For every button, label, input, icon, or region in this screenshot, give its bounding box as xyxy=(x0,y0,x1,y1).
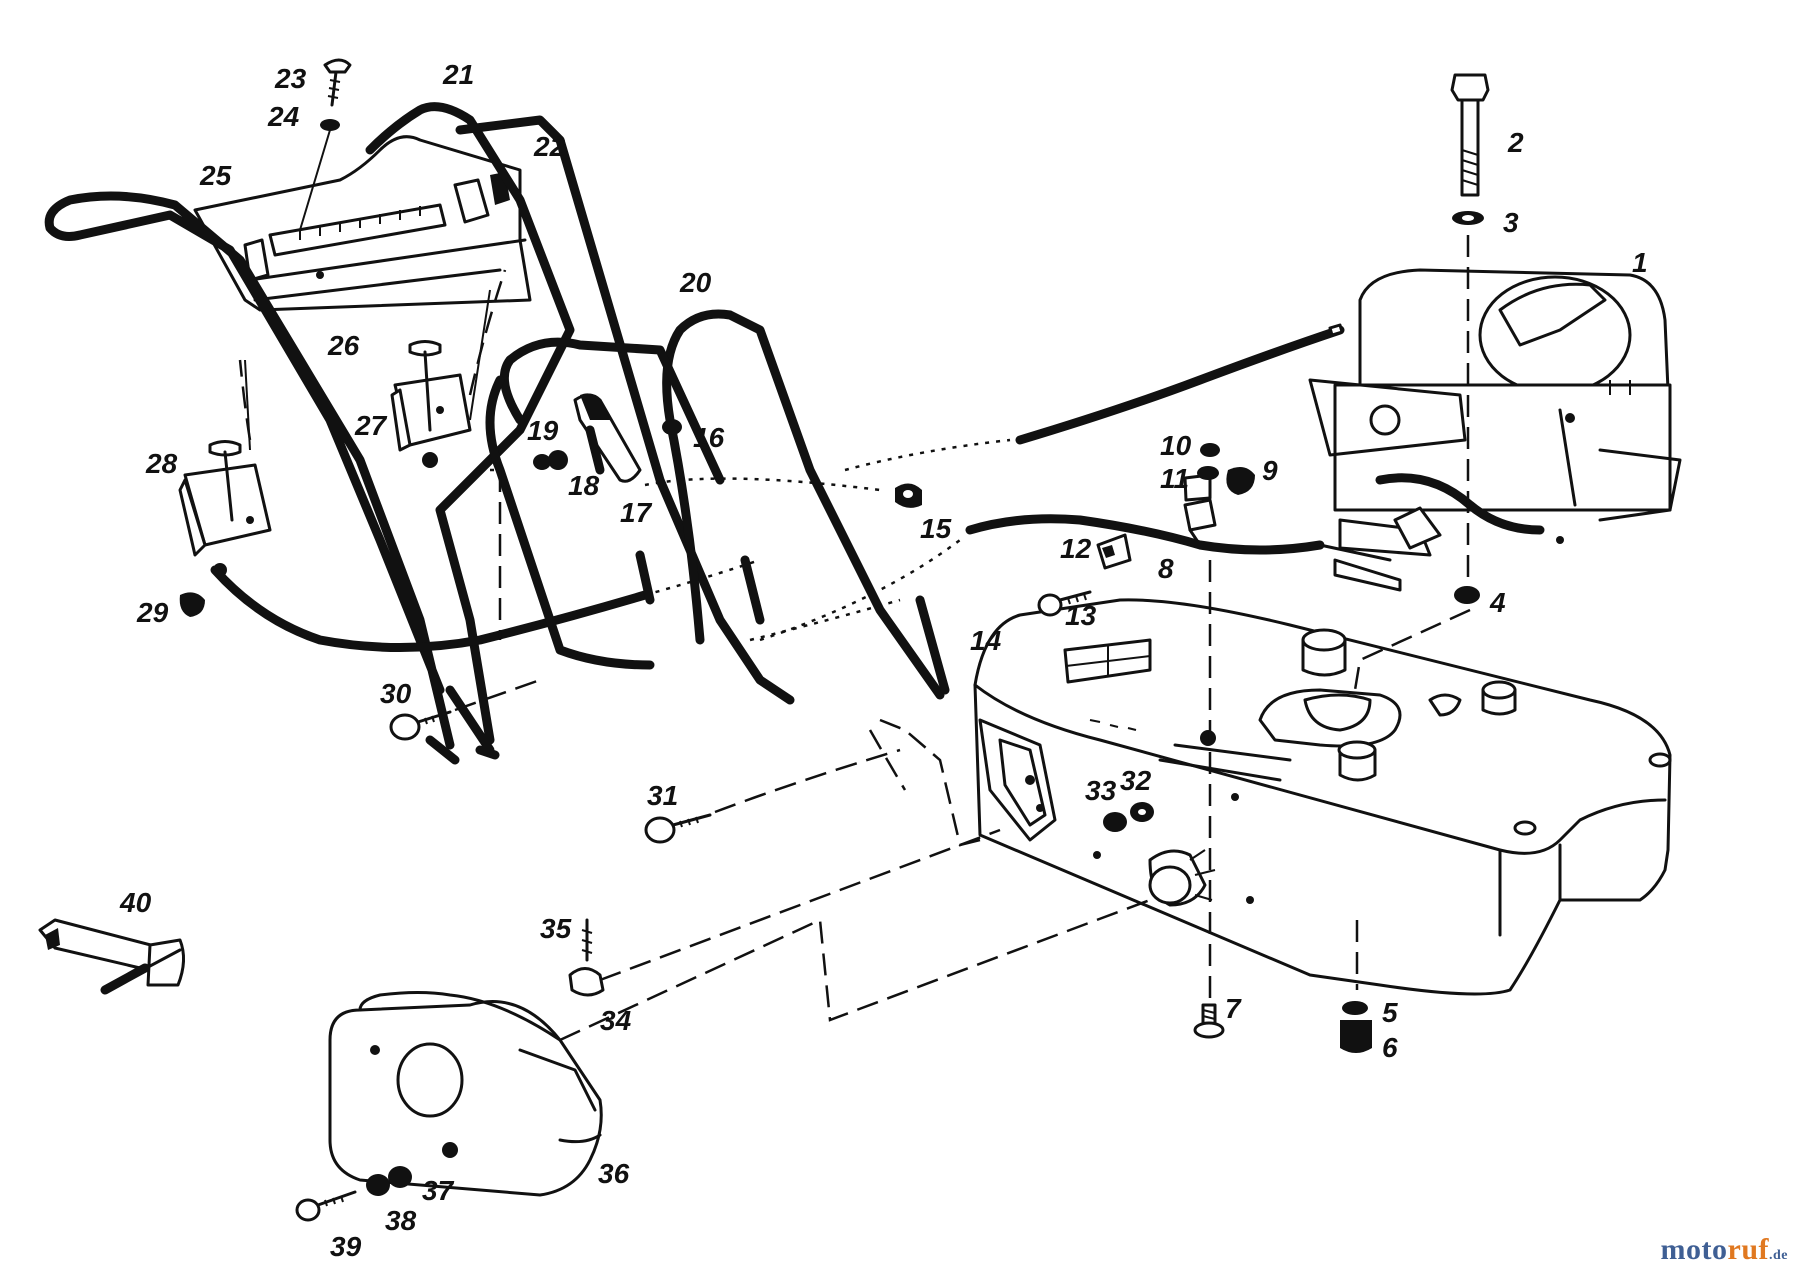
callout-23: 23 xyxy=(274,63,307,94)
washer-24 xyxy=(320,119,340,131)
callout-33: 33 xyxy=(1085,775,1117,806)
nut-16 xyxy=(662,419,682,435)
callout-29: 29 xyxy=(136,597,169,628)
nut-29 xyxy=(179,592,205,617)
washer-38 xyxy=(366,1174,390,1196)
watermark-part-2: ruf xyxy=(1727,1233,1769,1266)
callout-28: 28 xyxy=(145,448,178,479)
callout-31: 31 xyxy=(647,780,678,811)
bolt-30 xyxy=(389,710,452,741)
washer-18 xyxy=(548,450,568,470)
washer-4 xyxy=(1454,586,1480,604)
nut-9 xyxy=(1226,466,1255,495)
watermark-logo: motoruf.de xyxy=(1661,1233,1788,1267)
clip-12 xyxy=(1096,533,1132,570)
screw-13 xyxy=(1037,590,1092,617)
callout-10: 10 xyxy=(1160,430,1192,461)
callout-34: 34 xyxy=(600,1005,632,1036)
callout-35: 35 xyxy=(540,913,572,944)
bracket-27 xyxy=(390,340,472,468)
callout-39: 39 xyxy=(330,1231,362,1262)
callout-22: 22 xyxy=(533,131,566,162)
rear-cover-36 xyxy=(328,991,603,1197)
callout-37: 37 xyxy=(422,1175,455,1206)
callout-19: 19 xyxy=(527,415,559,446)
watermark-part-3: .de xyxy=(1769,1248,1788,1263)
spark-plug-wrench-40 xyxy=(38,918,185,995)
callout-4: 4 xyxy=(1489,587,1506,618)
callout-18: 18 xyxy=(568,470,600,501)
callout-27: 27 xyxy=(354,410,388,441)
callout-24: 24 xyxy=(267,101,300,132)
callout-32: 32 xyxy=(1120,765,1152,796)
callout-13: 13 xyxy=(1065,600,1097,631)
callout-20: 20 xyxy=(679,267,712,298)
callout-30: 30 xyxy=(380,678,412,709)
callout-1: 1 xyxy=(1632,247,1648,278)
callout-2: 2 xyxy=(1507,127,1524,158)
callout-25: 25 xyxy=(199,160,232,191)
upper-handle-21 xyxy=(44,102,795,765)
washer-11 xyxy=(1197,466,1219,480)
engine xyxy=(1308,268,1682,557)
washer-5 xyxy=(1342,1001,1368,1015)
nut-19 xyxy=(533,454,551,470)
callout-6: 6 xyxy=(1382,1032,1398,1063)
callout-16: 16 xyxy=(693,422,725,453)
screw-39 xyxy=(295,1190,357,1222)
callout-7: 7 xyxy=(1225,993,1242,1024)
nut-6 xyxy=(1340,1020,1372,1053)
nut-10 xyxy=(1200,443,1220,457)
bolt-31 xyxy=(644,813,712,844)
callout-8: 8 xyxy=(1158,553,1174,584)
callout-40: 40 xyxy=(119,887,152,918)
nut-37 xyxy=(388,1166,412,1188)
callout-36: 36 xyxy=(598,1158,630,1189)
callout-17: 17 xyxy=(620,497,653,528)
bolt-7 xyxy=(1193,1003,1225,1039)
callout-14: 14 xyxy=(970,625,1002,656)
bolt-2 xyxy=(1450,73,1490,197)
callout-9: 9 xyxy=(1262,455,1278,486)
callout-3: 3 xyxy=(1503,207,1519,238)
screw-23 xyxy=(323,58,352,107)
callout-5: 5 xyxy=(1382,997,1398,1028)
callout-labels: 1 2 3 4 5 6 7 8 9 10 11 12 13 14 15 16 1… xyxy=(119,59,1648,1262)
callout-26: 26 xyxy=(327,330,360,361)
callout-21: 21 xyxy=(442,59,474,90)
callout-12: 12 xyxy=(1060,533,1092,564)
callout-38: 38 xyxy=(385,1205,417,1236)
bracket-28 xyxy=(178,440,272,577)
mower-deck xyxy=(973,598,1672,996)
callout-11: 11 xyxy=(1160,463,1189,494)
callout-15: 15 xyxy=(920,513,952,544)
watermark-part-1: moto xyxy=(1660,1233,1728,1266)
control-bail-20 xyxy=(485,309,945,700)
